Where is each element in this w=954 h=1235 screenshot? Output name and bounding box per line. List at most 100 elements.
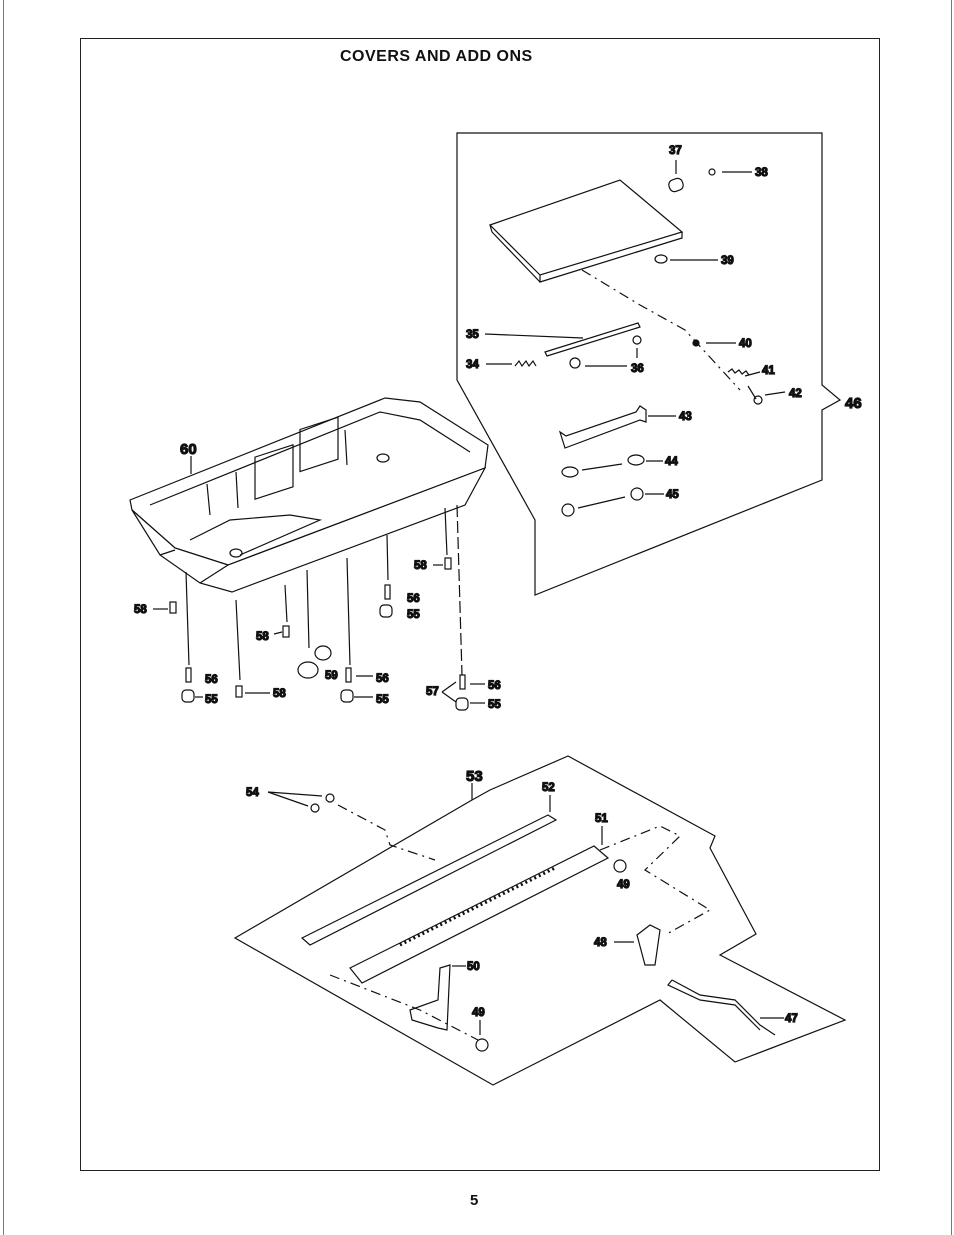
case-window-2 [299, 416, 339, 473]
callout-47: 47 [785, 1013, 798, 1025]
clip-48 [636, 924, 661, 966]
right-scan-edge [951, 0, 952, 1235]
case-rib-2 [235, 471, 239, 509]
leader-foot-g [444, 507, 448, 556]
wire-47 [667, 979, 776, 1036]
bar-52 [300, 814, 558, 946]
foot-55a [181, 689, 195, 703]
leader-foot-d [306, 569, 310, 649]
leader-42 [764, 391, 786, 396]
page-title: COVERS AND ADD ONS [340, 48, 533, 65]
case-floor [189, 514, 323, 556]
callout-51: 51 [595, 813, 608, 825]
panel-outline-46 [456, 132, 842, 596]
foot-45a [561, 503, 575, 517]
screw-58b [235, 685, 243, 698]
case-lower-edge [159, 549, 229, 584]
part-36b [632, 335, 642, 345]
panel-outline-53 [233, 755, 847, 1086]
callout-55d: 55 [488, 699, 501, 711]
callout-34: 34 [466, 359, 479, 371]
screw-58c [282, 625, 290, 638]
leader-54a [267, 791, 323, 797]
screw-58a [169, 601, 177, 614]
case-body [131, 466, 487, 593]
screw-54b [310, 803, 320, 813]
callout-60: 60 [180, 441, 197, 458]
case-window-1 [254, 444, 294, 500]
callout-49b: 49 [472, 1007, 485, 1019]
bracket-43 [558, 405, 647, 449]
callout-44: 44 [665, 456, 678, 468]
callout-39: 39 [721, 255, 734, 267]
screw-56a [185, 667, 192, 683]
callout-49a: 49 [617, 879, 630, 891]
callout-52: 52 [542, 782, 555, 794]
callout-55b: 55 [376, 694, 389, 706]
pin-42-head [753, 395, 763, 405]
screw-49a [613, 859, 627, 873]
screw-56c [384, 584, 391, 600]
callout-55a: 55 [205, 694, 218, 706]
foot-55b [340, 689, 354, 703]
callout-56a: 56 [205, 674, 218, 686]
callout-56d: 56 [488, 680, 501, 692]
callout-41: 41 [762, 365, 775, 377]
callout-58c: 58 [256, 631, 269, 643]
spring-41 [727, 368, 750, 376]
centerline-53b [599, 825, 712, 936]
callout-36: 36 [631, 363, 644, 375]
foot-44a [561, 466, 579, 478]
callout-42: 42 [789, 388, 802, 400]
case-boss-2 [229, 548, 243, 558]
case-boss-1 [376, 453, 390, 463]
leader-57b [441, 691, 457, 703]
callout-53: 53 [466, 768, 483, 785]
carrying-case-60 [129, 397, 489, 593]
callout-38: 38 [755, 167, 768, 179]
leader-41 [744, 371, 761, 377]
case-rib-3 [344, 429, 348, 466]
part-40 [692, 339, 700, 347]
screw-58d [444, 557, 452, 570]
callout-43: 43 [679, 411, 692, 423]
part-37 [668, 177, 684, 193]
callout-58a: 58 [134, 604, 147, 616]
callout-54: 54 [246, 787, 259, 799]
slot-row [399, 866, 556, 947]
foot-44b [627, 454, 645, 466]
bumper-59b [314, 645, 332, 661]
leader-57 [441, 681, 457, 693]
bumper-59 [297, 661, 319, 679]
part-36a [569, 357, 581, 369]
diagram-frame [80, 38, 880, 1171]
accessory-panel-46 [456, 132, 842, 596]
case-inner-wall [149, 411, 471, 506]
callout-50: 50 [467, 961, 480, 973]
callout-56b: 56 [376, 673, 389, 685]
leader-foot-f [386, 534, 389, 581]
leader-foot-c [284, 584, 288, 623]
callout-58b: 58 [273, 688, 286, 700]
leader-foot-a [185, 571, 190, 666]
callout-46: 46 [845, 395, 862, 412]
leader-foot-e [346, 557, 351, 666]
screw-49b [475, 1038, 489, 1052]
leader-58c [273, 631, 283, 635]
slotted-plate-51 [349, 845, 610, 984]
leader-foot-h [456, 504, 463, 676]
foot-55d [455, 697, 469, 711]
flap-cover-side [489, 224, 541, 283]
centerline-53c [329, 974, 479, 1041]
callout-55c: 55 [407, 609, 420, 621]
bracket-50 [409, 964, 451, 1031]
callout-37: 37 [669, 145, 682, 157]
part-38 [708, 168, 716, 176]
attachment-panel-53 [233, 755, 847, 1086]
screw-56b [345, 667, 352, 683]
leader-44 [581, 463, 623, 471]
foot-55c [379, 604, 393, 618]
callout-58d: 58 [414, 560, 427, 572]
leader-45 [577, 496, 626, 509]
